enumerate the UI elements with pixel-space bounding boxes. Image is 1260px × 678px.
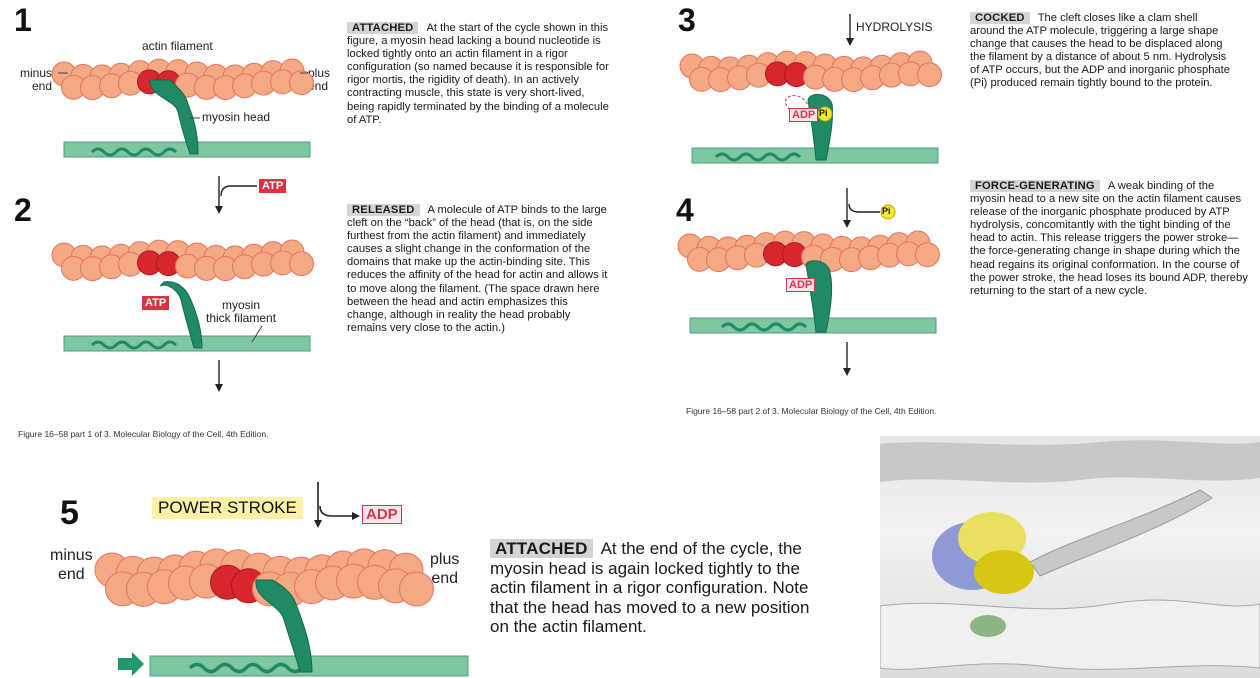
- panel-2-body: A molecule of ATP binds to the large cle…: [347, 204, 607, 334]
- panel-3-heading: COCKED: [970, 12, 1030, 24]
- myosin-head-label: myosin head: [202, 111, 270, 124]
- step-number-3: 3: [678, 2, 696, 39]
- panel-2-heading: RELEASED: [347, 204, 420, 216]
- step-number-5: 5: [60, 494, 79, 533]
- pi-label-4: Pi: [882, 206, 891, 216]
- myosin-3d-model-image: [880, 436, 1260, 678]
- molecular-model-render: [880, 436, 1260, 678]
- pi-label-3: Pi: [819, 108, 828, 118]
- panel-5-heading: ATTACHED: [490, 539, 593, 558]
- step-number-2: 2: [14, 192, 32, 229]
- cross-bridge-diagram-5: [0, 0, 1, 1]
- actin-filament-2: [52, 240, 314, 281]
- thick-filament-label: myosin thick filament: [206, 299, 276, 325]
- actin-subunit: [290, 252, 314, 276]
- panel-1-heading: ATTACHED: [347, 22, 418, 34]
- actin-filament-label: actin filament: [142, 40, 213, 53]
- actin-subunit: [918, 63, 942, 87]
- panel-1-body: At the start of the cycle shown in this …: [347, 22, 609, 126]
- adp-tag-4: ADP: [786, 278, 815, 292]
- movement-arrow: [118, 652, 144, 676]
- panel-4-body: A weak binding of the myosin head to a n…: [970, 180, 1248, 297]
- step-number-1: 1: [14, 2, 32, 39]
- plus-end-label-5: plus end: [430, 550, 459, 588]
- atp-tag-2: ATP: [142, 296, 169, 310]
- figure-caption-right: Figure 16–58 part 2 of 3. Molecular Biol…: [686, 406, 936, 416]
- actin-subunit: [400, 572, 434, 606]
- minus-end-label: minus end: [20, 67, 52, 93]
- minus-end-label-5: minus end: [50, 546, 93, 584]
- figure-caption-left: Figure 16–58 part 1 of 3. Molecular Biol…: [18, 429, 268, 439]
- actin-subunit: [916, 243, 940, 267]
- adp-tag-3: ADP: [789, 108, 818, 122]
- actin-subunit: [290, 71, 314, 95]
- power-stroke-label: POWER STROKE: [152, 497, 303, 519]
- step-number-4: 4: [676, 192, 694, 229]
- actin-filament-3: [680, 51, 942, 92]
- atp-tag-1: ATP: [259, 179, 286, 193]
- adp-tag-5: ADP: [362, 505, 402, 524]
- hydrolysis-label: HYDROLYSIS: [856, 21, 932, 34]
- panel-4-heading: FORCE-GENERATING: [970, 180, 1100, 192]
